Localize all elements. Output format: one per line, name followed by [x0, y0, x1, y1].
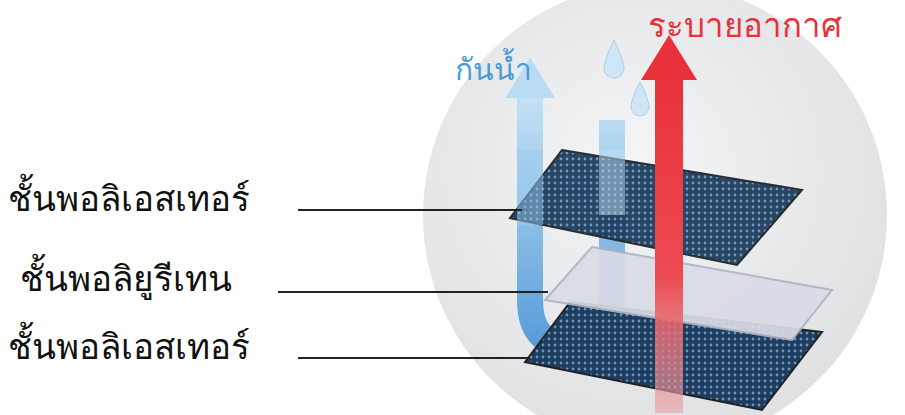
layer-label: ชั้นพอลิเอสเทอร์ — [8, 178, 250, 220]
leader-line — [278, 291, 548, 293]
water-drop — [631, 82, 649, 116]
air-arrow — [655, 75, 683, 413]
leader-line — [298, 209, 522, 211]
layer-label: ชั้นพอลิเอสเทอร์ — [8, 326, 250, 368]
leader-line — [298, 357, 530, 359]
water-drop — [604, 40, 624, 78]
polyurethane-layer — [545, 247, 832, 340]
background-circle — [423, 0, 887, 415]
water-arrow — [517, 150, 543, 225]
water-arrow — [599, 150, 625, 215]
air-label: ระบายอากาศ — [648, 6, 842, 46]
water-label: กันน้ำ — [455, 52, 532, 88]
layer-label: ชั้นพอลิยูรีเทน — [20, 258, 232, 300]
